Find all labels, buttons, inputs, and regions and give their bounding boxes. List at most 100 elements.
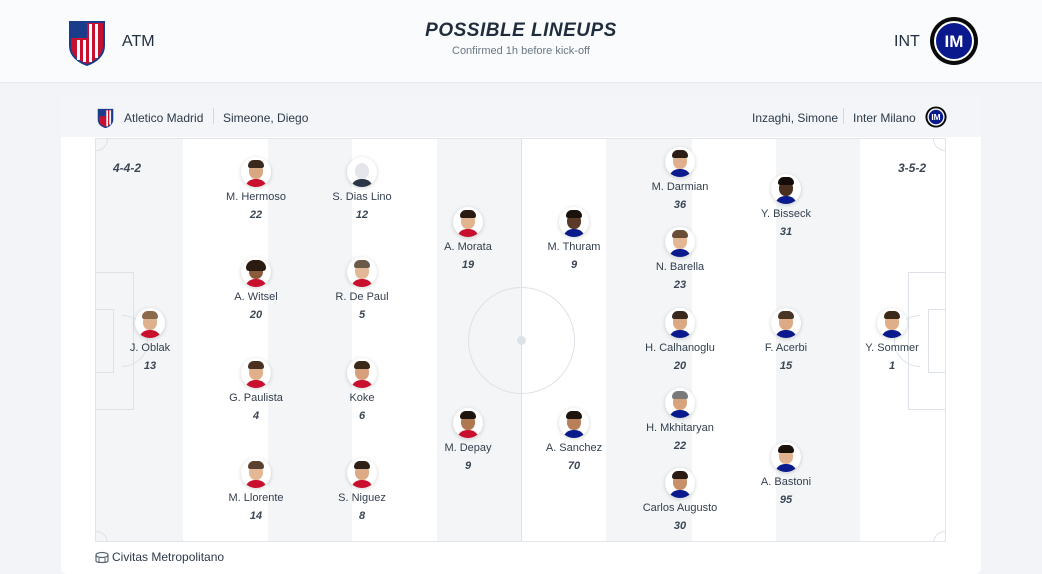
player-card[interactable]: R. De Paul 5 [307, 257, 417, 321]
player-card[interactable]: Koke 6 [307, 358, 417, 422]
player-name: S. Niguez [338, 492, 386, 504]
player-card[interactable]: N. Barella 23 [625, 227, 735, 291]
corner-arc [933, 139, 945, 151]
player-card[interactable]: H. Calhanoglu 20 [625, 308, 735, 372]
player-card[interactable]: J. Oblak 13 [95, 308, 205, 372]
player-number: 4 [252, 410, 260, 422]
player-avatar [771, 308, 801, 338]
player-avatar [347, 358, 377, 388]
away-formation: 3-5-2 [898, 161, 927, 175]
player-name: A. Morata [444, 241, 492, 253]
player-card[interactable]: A. Witsel 20 [201, 257, 311, 321]
player-name: Carlos Augusto [642, 502, 718, 514]
player-name: M. Depay [444, 442, 492, 454]
player-number: 30 [673, 520, 687, 532]
player-number: 22 [673, 440, 687, 452]
player-card[interactable]: S. Niguez 8 [307, 458, 417, 522]
player-card[interactable]: S. Dias Lino 12 [307, 157, 417, 221]
player-avatar [241, 157, 271, 187]
player-avatar [559, 408, 589, 438]
center-circle [468, 287, 575, 394]
inter-small-crest-icon: IM [925, 106, 947, 128]
home-formation: 4-4-2 [113, 161, 142, 175]
player-number: 70 [567, 460, 581, 472]
player-number: 19 [461, 259, 475, 271]
player-card[interactable]: Y. Sommer 1 [837, 308, 947, 372]
player-name: M. Thuram [547, 241, 601, 253]
player-avatar [559, 207, 589, 237]
pitch-stripe [268, 139, 352, 541]
player-name: M. Llorente [228, 492, 284, 504]
player-card[interactable]: Y. Bisseck 31 [731, 174, 841, 238]
player-number: 20 [673, 360, 687, 372]
player-card[interactable]: M. Depay 9 [413, 408, 523, 472]
team-info-bar: Atletico Madrid Simeone, Diego Inzaghi, … [61, 97, 981, 137]
stadium-name: Civitas Metropolitano [112, 550, 225, 564]
atletico-small-crest-icon [97, 108, 114, 128]
player-name: Koke [349, 392, 375, 404]
home-team-name[interactable]: Atletico Madrid [124, 111, 204, 125]
player-avatar [665, 388, 695, 418]
page-subtitle: Confirmed 1h before kick-off [452, 45, 590, 57]
pitch [95, 138, 946, 542]
stadium-icon [95, 551, 109, 564]
svg-text:IM: IM [945, 32, 964, 51]
player-number: 15 [779, 360, 793, 372]
player-number: 20 [249, 309, 263, 321]
player-name: H. Calhanoglu [645, 342, 715, 354]
player-name: A. Witsel [234, 291, 278, 303]
player-number: 22 [249, 209, 263, 221]
player-card[interactable]: G. Paulista 4 [201, 358, 311, 422]
player-number: 5 [358, 309, 366, 321]
away-team-abbr[interactable]: INT [894, 33, 920, 50]
player-avatar [665, 227, 695, 257]
inter-crest-icon[interactable]: IM [929, 16, 979, 66]
player-number: 8 [358, 510, 366, 522]
player-number: 1 [888, 360, 896, 372]
player-card[interactable]: M. Thuram 9 [519, 207, 629, 271]
atletico-crest-icon[interactable] [67, 16, 107, 66]
player-number: 14 [249, 510, 263, 522]
player-card[interactable]: Carlos Augusto 30 [625, 468, 735, 532]
player-name: S. Dias Lino [332, 191, 392, 203]
player-card[interactable]: F. Acerbi 15 [731, 308, 841, 372]
player-avatar [453, 207, 483, 237]
player-card[interactable]: A. Sanchez 70 [519, 408, 629, 472]
player-name: N. Barella [655, 261, 705, 273]
player-number: 23 [673, 279, 687, 291]
player-number: 6 [358, 410, 366, 422]
player-avatar [241, 257, 271, 287]
player-number: 36 [673, 199, 687, 211]
player-number: 31 [779, 226, 793, 238]
divider [213, 108, 214, 124]
player-card[interactable]: H. Mkhitaryan 22 [625, 388, 735, 452]
player-card[interactable]: M. Llorente 14 [201, 458, 311, 522]
home-team-abbr[interactable]: ATM [122, 33, 155, 50]
player-card[interactable]: M. Darmian 36 [625, 147, 735, 211]
player-number: 9 [464, 460, 472, 472]
player-name: A. Bastoni [760, 476, 812, 488]
player-card[interactable]: M. Hermoso 22 [201, 157, 311, 221]
player-name: F. Acerbi [764, 342, 808, 354]
player-name: J. Oblak [129, 342, 171, 354]
svg-text:IM: IM [931, 112, 940, 122]
away-team-name[interactable]: Inter Milano [853, 111, 916, 125]
player-avatar [347, 157, 377, 187]
player-name: M. Hermoso [226, 191, 286, 203]
player-avatar [241, 458, 271, 488]
player-avatar [771, 442, 801, 472]
player-number: 12 [355, 209, 369, 221]
player-avatar [771, 174, 801, 204]
player-avatar [665, 308, 695, 338]
player-avatar [347, 257, 377, 287]
player-number: 95 [779, 494, 793, 506]
player-card[interactable]: A. Morata 19 [413, 207, 523, 271]
away-coach[interactable]: Inzaghi, Simone [752, 111, 839, 125]
home-coach[interactable]: Simeone, Diego [223, 111, 309, 125]
player-avatar [241, 358, 271, 388]
player-name: R. De Paul [335, 291, 389, 303]
player-avatar [665, 468, 695, 498]
page-title: POSSIBLE LINEUPS [425, 20, 617, 41]
player-card[interactable]: A. Bastoni 95 [731, 442, 841, 506]
player-name: Y. Bisseck [761, 208, 811, 220]
